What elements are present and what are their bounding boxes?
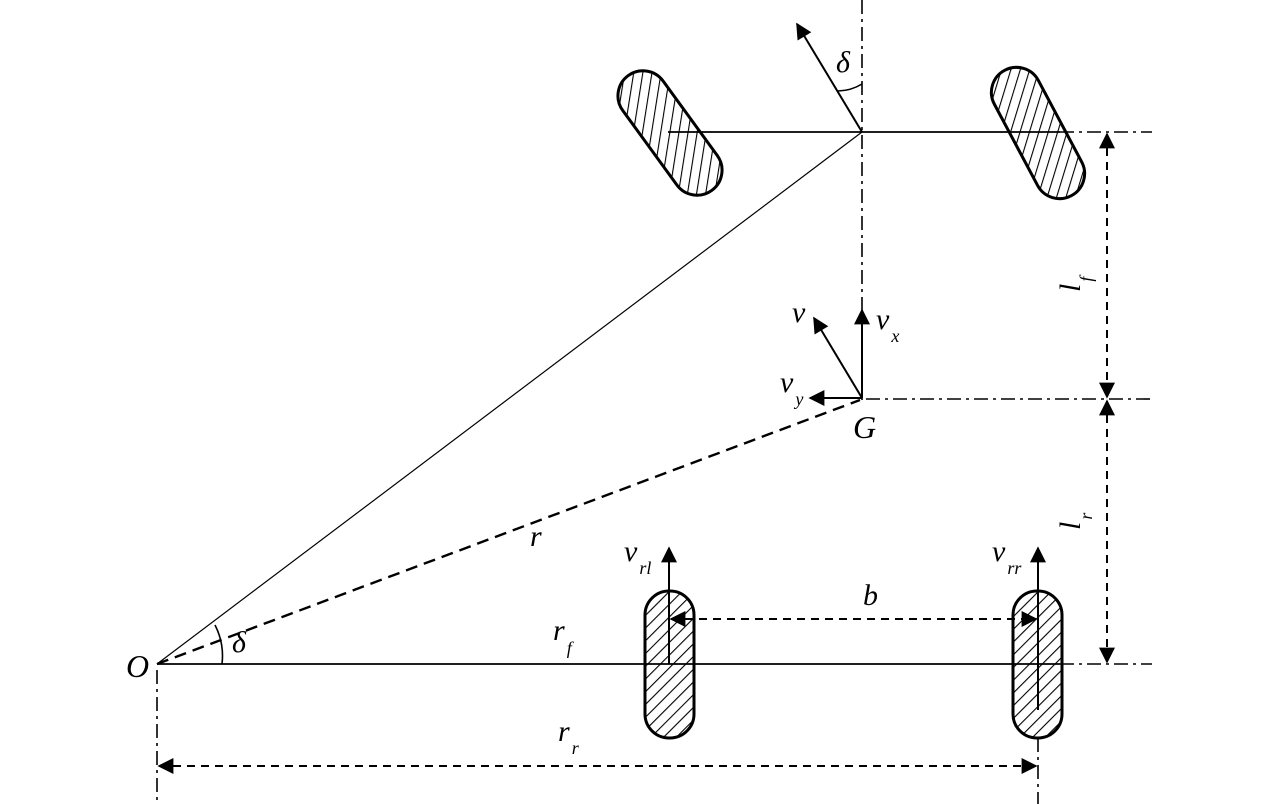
steer-angle-arc-origin	[214, 624, 224, 665]
b-label: b	[863, 579, 878, 612]
cog-radius-line	[156, 398, 861, 666]
l-f-label: lf	[1054, 274, 1096, 292]
front-radius-line	[156, 131, 863, 665]
origin-label: O	[126, 648, 149, 684]
v-arrow	[813, 316, 863, 399]
l-r-label: lr	[1054, 512, 1096, 530]
front-left-wheel	[616, 69, 724, 197]
steer-angle-label-top: δ	[836, 46, 851, 79]
r-label: r	[530, 520, 542, 553]
r-f-label: rf	[553, 614, 575, 658]
steering-direction-arrow	[796, 22, 863, 133]
steer-angle-arc-top	[837, 83, 863, 92]
front-right-wheel	[989, 65, 1087, 201]
cog-label: G	[853, 409, 876, 445]
v-label: v	[792, 296, 806, 329]
steer-angle-label-origin: δ	[232, 626, 247, 659]
